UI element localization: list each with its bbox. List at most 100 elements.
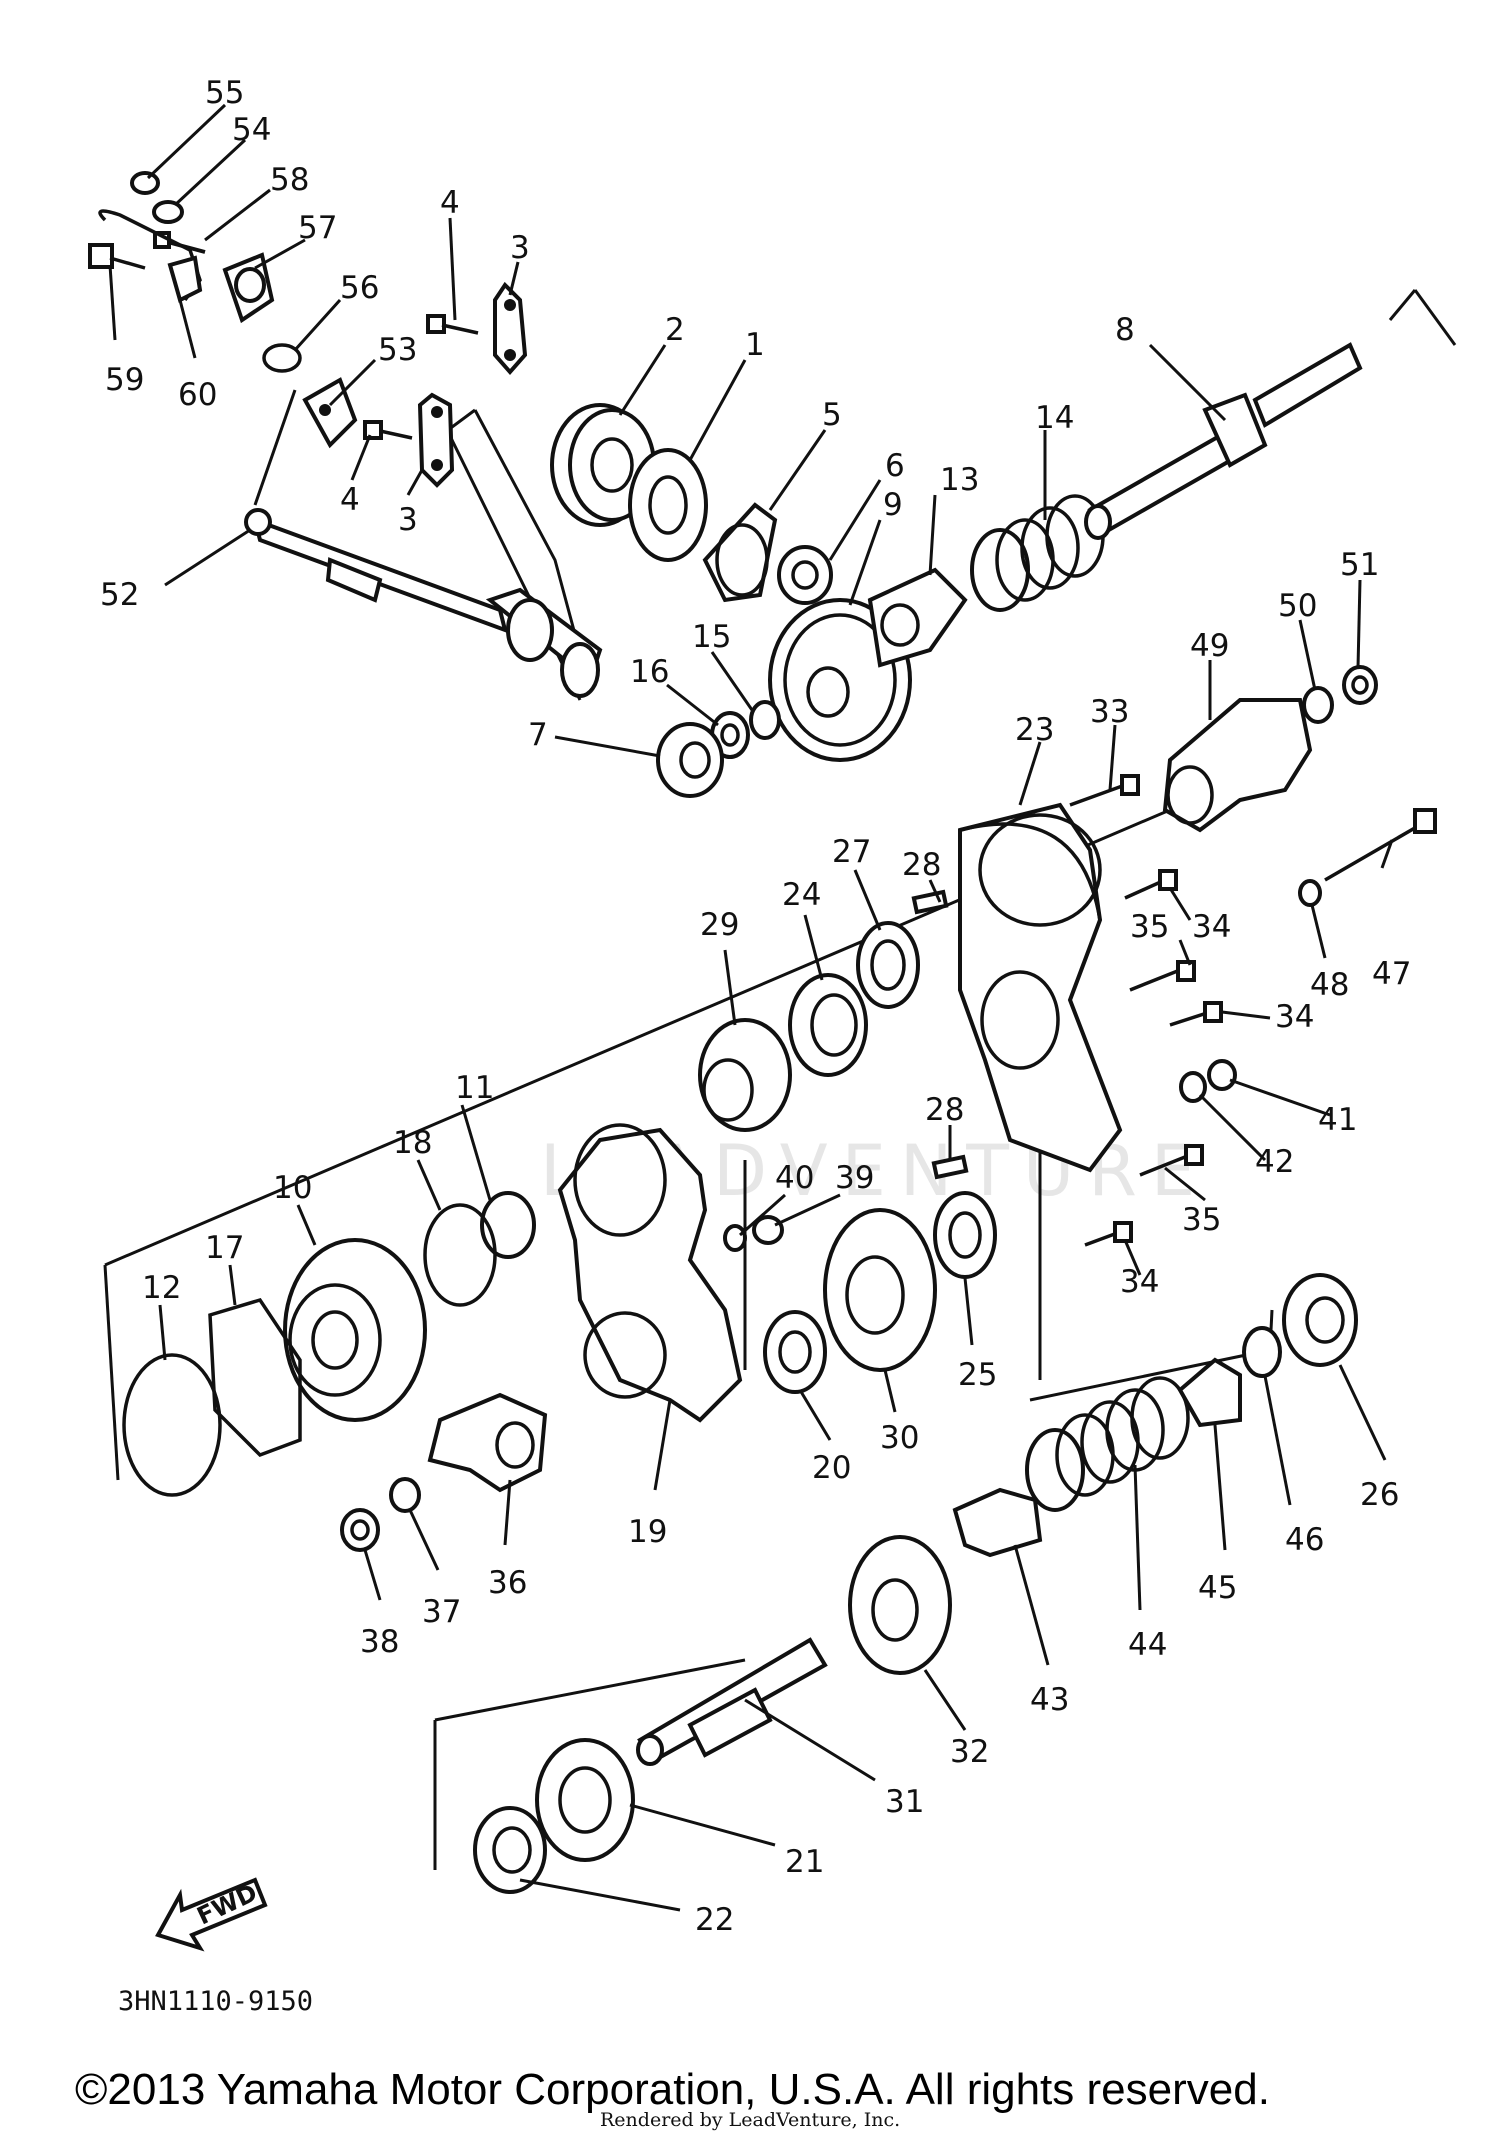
part-gear-32 [848, 1535, 952, 1675]
callout-39: 39 [835, 1160, 874, 1196]
callout-18: 18 [393, 1125, 432, 1161]
part-bolt-47 [1324, 808, 1437, 882]
callout-42: 42 [1255, 1144, 1294, 1180]
part-cover-23 [958, 802, 1123, 1173]
copyright-notice: ©2013 Yamaha Motor Corporation, U.S.A. A… [75, 2065, 1270, 2114]
part-bearing-21 [535, 1738, 635, 1862]
part-coupling-13 [867, 567, 968, 668]
callout-3-lower: 3 [398, 502, 418, 538]
part-gasket-17 [208, 1297, 302, 1458]
callout-34-a: 34 [1192, 909, 1231, 945]
part-collar-45 [1177, 1357, 1242, 1428]
part-plate-3-upper [493, 281, 528, 376]
callout-56: 56 [340, 270, 379, 306]
callout-9: 9 [883, 487, 903, 523]
callout-8: 8 [1115, 312, 1135, 348]
part-bearing-26 [1282, 1273, 1358, 1367]
callout-10: 10 [273, 1170, 312, 1206]
callout-26: 26 [1360, 1477, 1399, 1513]
part-washers-54-55 [130, 171, 184, 224]
part-shaft-52 [244, 508, 603, 698]
callout-38: 38 [360, 1624, 399, 1660]
callout-27: 27 [832, 834, 871, 870]
part-washer-39 [752, 1215, 784, 1245]
part-lever-53 [302, 377, 358, 449]
part-nut-38 [340, 1508, 380, 1552]
part-bolt-34-c [1084, 1221, 1133, 1247]
callout-28-upper: 28 [902, 847, 941, 883]
part-plate-3-lower [417, 392, 455, 488]
part-spring-44 [1025, 1376, 1190, 1512]
part-gear-30 [823, 1208, 937, 1372]
callout-30: 30 [880, 1420, 919, 1456]
callout-50: 50 [1278, 588, 1317, 624]
part-gear-29 [698, 1018, 792, 1132]
part-nut-6 [777, 545, 833, 605]
callout-21: 21 [785, 1844, 824, 1880]
callout-labels: 55 54 58 57 56 53 59 60 52 4 3 4 3 2 1 5… [100, 75, 1411, 1938]
part-bolt-35-a [1129, 960, 1196, 992]
part-shim-1 [628, 448, 708, 562]
callout-35-a: 35 [1130, 909, 1169, 945]
callout-13: 13 [940, 462, 979, 498]
callout-19: 19 [628, 1514, 667, 1550]
part-bolt-34-b [1169, 1001, 1223, 1027]
part-bearing-7 [656, 722, 724, 798]
callout-46: 46 [1285, 1522, 1324, 1558]
callout-45: 45 [1198, 1570, 1237, 1606]
callout-28-lower: 28 [925, 1092, 964, 1128]
callout-4-lower: 4 [340, 482, 360, 518]
part-oring-56 [262, 343, 302, 373]
diagram-reference-code: 3HN1110-9150 [118, 1986, 313, 2017]
callout-6: 6 [885, 448, 905, 484]
callout-47: 47 [1372, 956, 1411, 992]
part-bearing-22 [473, 1806, 547, 1894]
callout-37: 37 [422, 1594, 461, 1630]
part-washer-37 [389, 1477, 421, 1513]
callout-5: 5 [822, 397, 842, 433]
callout-34-b: 34 [1275, 999, 1314, 1035]
callout-22: 22 [695, 1902, 734, 1938]
callout-1: 1 [745, 327, 765, 363]
callout-34-c: 34 [1120, 1264, 1159, 1300]
callout-17: 17 [205, 1230, 244, 1266]
callout-36: 36 [488, 1565, 527, 1601]
callout-59: 59 [105, 362, 144, 398]
callout-15: 15 [692, 619, 731, 655]
callout-20: 20 [812, 1450, 851, 1486]
part-bolt-33 [1069, 774, 1140, 807]
part-washer-15 [749, 700, 781, 740]
callout-54: 54 [232, 112, 271, 148]
part-bearing-20 [763, 1310, 827, 1394]
callout-2: 2 [665, 312, 685, 348]
callout-55: 55 [205, 75, 244, 111]
callout-53: 53 [378, 332, 417, 368]
callout-49: 49 [1190, 628, 1229, 664]
callout-60: 60 [178, 377, 217, 413]
part-housing-10 [283, 1238, 427, 1422]
leader-lines [108, 103, 1394, 1912]
callout-24: 24 [782, 877, 821, 913]
callout-14: 14 [1035, 400, 1074, 436]
part-housing-57 [222, 252, 275, 324]
part-bolt-41 [1207, 1059, 1237, 1091]
part-bearing-25 [933, 1191, 997, 1279]
part-spring-14 [970, 494, 1105, 612]
part-clip-60 [98, 209, 203, 303]
part-shaft-31 [636, 1637, 828, 1766]
callout-16: 16 [630, 654, 669, 690]
part-bolt-59 [88, 243, 146, 270]
callout-23: 23 [1015, 712, 1054, 748]
part-bolt-35-b [1139, 1144, 1204, 1177]
part-bolt-34-a [1124, 869, 1178, 900]
callout-11: 11 [455, 1070, 494, 1106]
callout-3-upper: 3 [510, 230, 530, 266]
callout-58: 58 [270, 162, 309, 198]
part-bolt-4-upper [426, 314, 479, 335]
callout-29: 29 [700, 907, 739, 943]
part-drive-shaft-8 [1084, 342, 1363, 540]
part-washer-40 [723, 1224, 747, 1252]
part-collar-46 [1242, 1326, 1282, 1378]
part-coupling-43 [952, 1487, 1043, 1558]
